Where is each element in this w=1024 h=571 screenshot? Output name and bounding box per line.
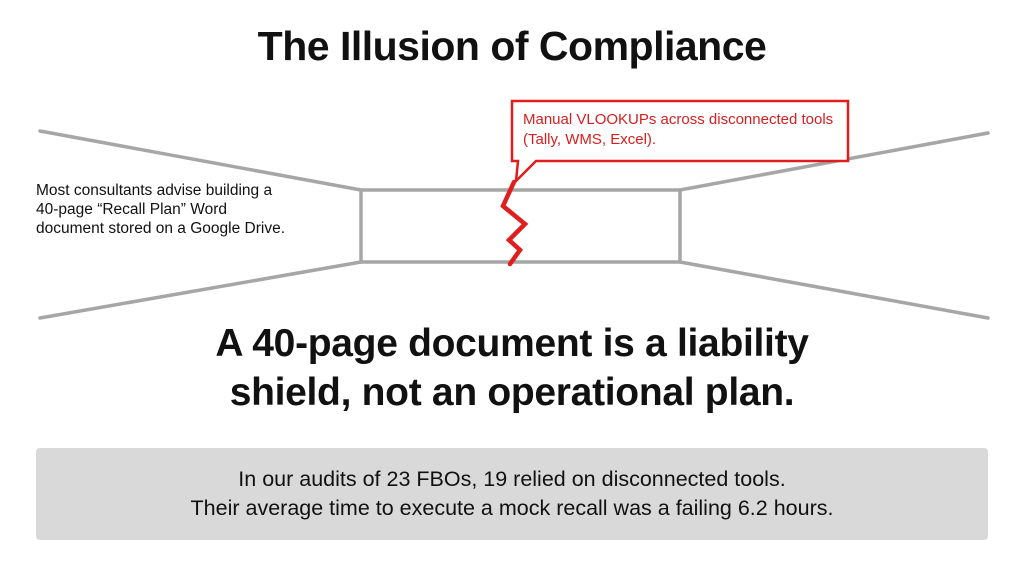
callout-bubble bbox=[510, 99, 850, 185]
stat-line-1: In our audits of 23 FBOs, 19 relied on d… bbox=[238, 467, 786, 491]
consultant-advice-note: Most consultants advise building a 40-pa… bbox=[36, 182, 285, 237]
headline-line-1: A 40-page document is a liability bbox=[215, 322, 809, 365]
headline: A 40-page document is a liability shield… bbox=[0, 319, 1024, 417]
corridor-box bbox=[359, 188, 682, 264]
callout-text: Manual VLOOKUPs across disconnected tool… bbox=[523, 111, 834, 148]
audit-stat-box: In our audits of 23 FBOs, 19 relied on d… bbox=[36, 448, 988, 540]
wall-line-top-left bbox=[38, 129, 363, 192]
crack-icon bbox=[500, 179, 529, 267]
headline-line-2: shield, not an operational plan. bbox=[229, 371, 795, 414]
stat-line-2: Their average time to execute a mock rec… bbox=[190, 496, 834, 520]
wall-line-bottom-right bbox=[678, 260, 990, 320]
page-title: The Illusion of Compliance bbox=[257, 23, 767, 69]
wall-line-bottom-left bbox=[38, 260, 363, 320]
